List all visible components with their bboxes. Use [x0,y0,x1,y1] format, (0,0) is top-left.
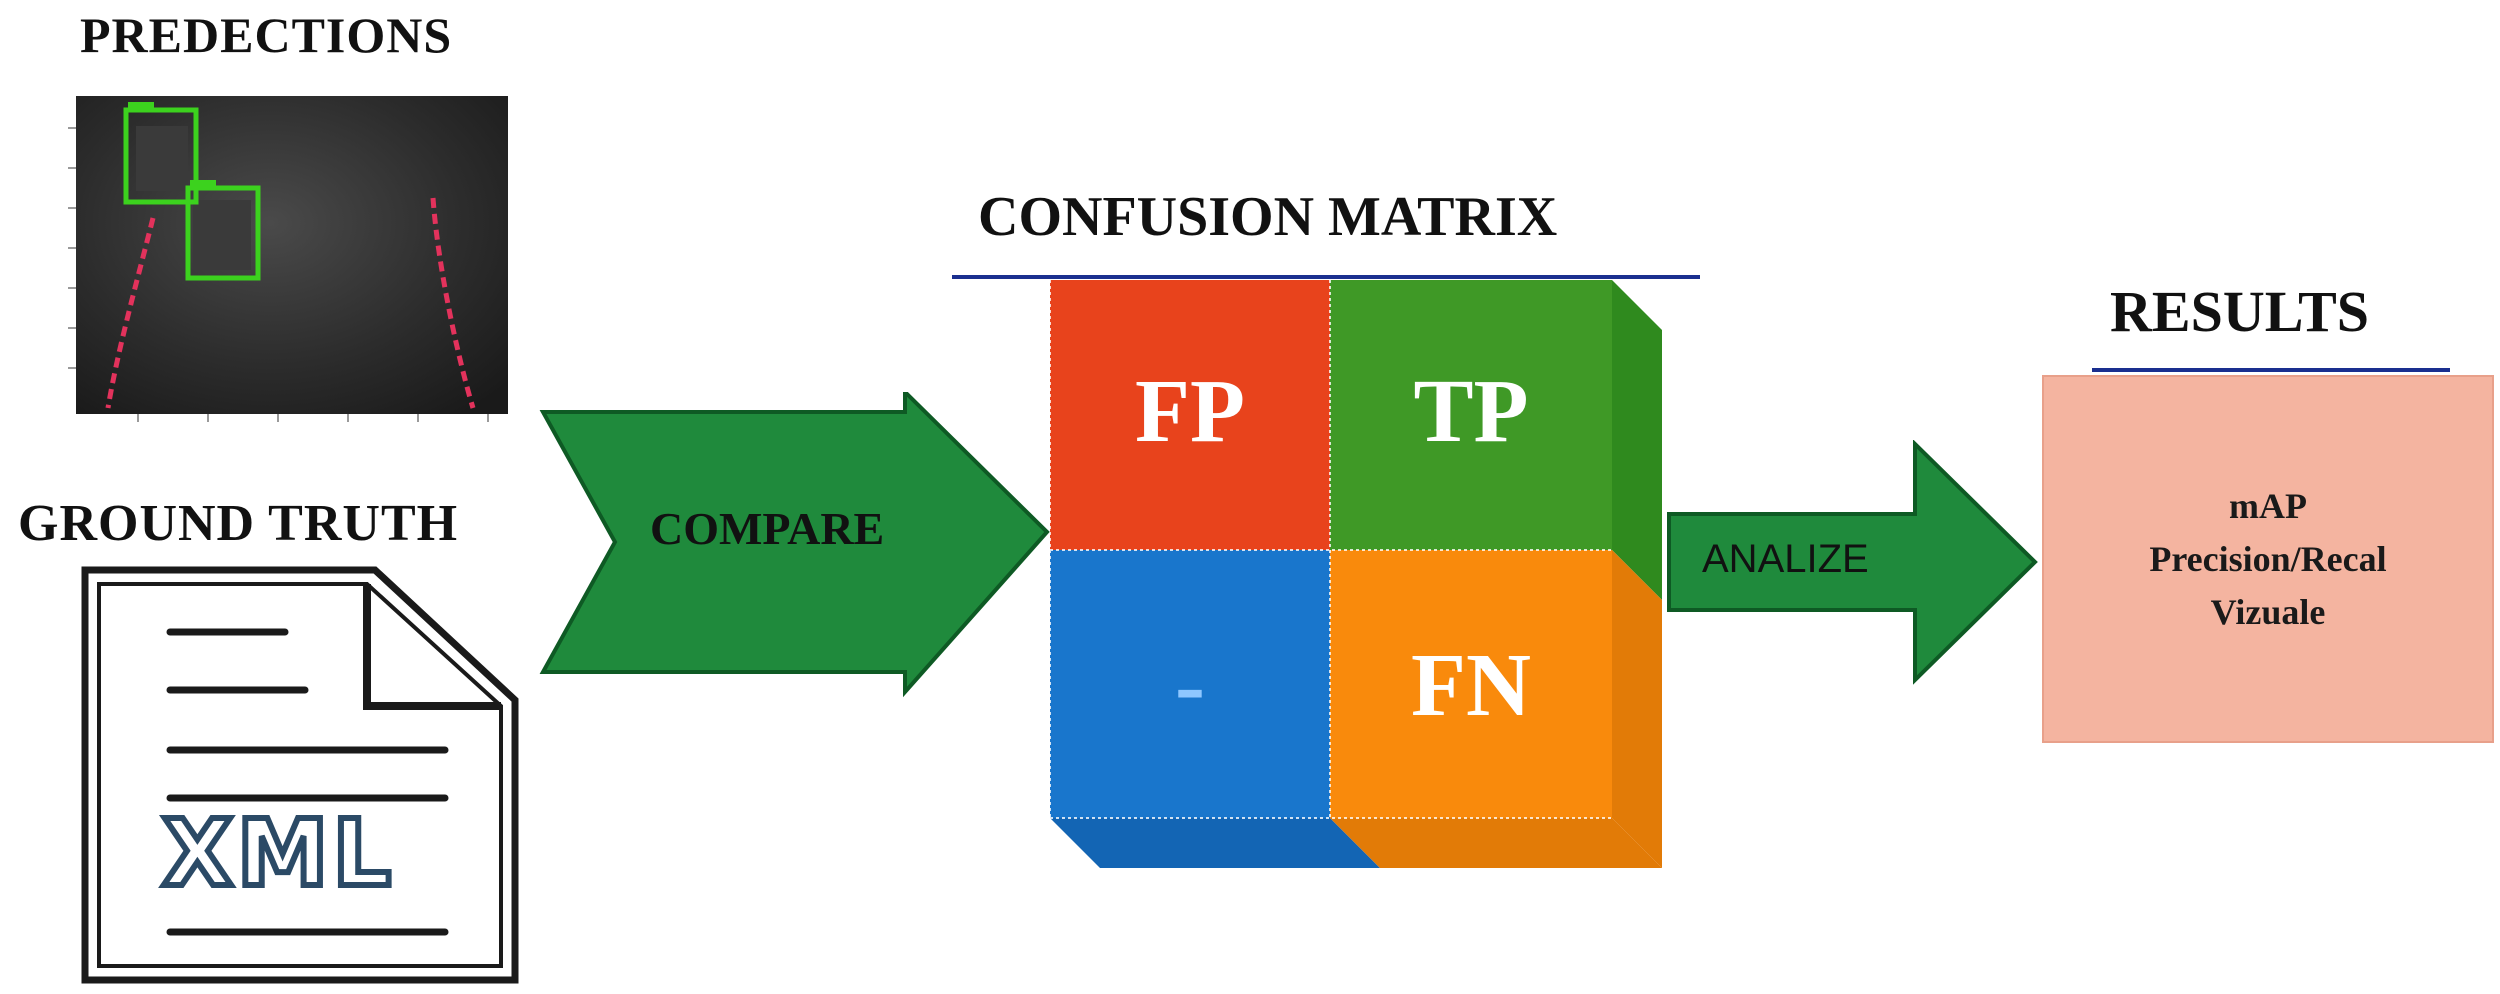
results-underline [2092,368,2450,372]
fn-label: FN [1411,636,1531,735]
confusion-matrix-underline [952,275,1700,279]
fn-cell [1330,550,1612,818]
compare-label: COMPARE [650,503,885,554]
ground-truth-title: GROUND TRUTH [18,495,459,552]
result-visualize: Vizuale [2210,592,2326,632]
xml-label: XML [159,800,396,907]
xml-file-icon [81,566,519,984]
prediction-image [68,88,518,423]
compare-arrow [539,392,1050,698]
tp-cell [1330,280,1612,550]
tp-label: TP [1413,362,1529,461]
fp-label: FP [1135,362,1245,461]
fp-cell [1050,280,1330,550]
analize-label: ANALIZE [1702,537,1869,581]
confusion-matrix-cube [1050,280,1662,868]
negative-cell [1050,550,1330,818]
negative-label: - [1175,636,1205,735]
result-map: mAP [2229,486,2307,526]
confusion-matrix-title: CONFUSION MATRIX [978,186,1558,248]
results-title: RESULTS [2110,279,2370,344]
results-box [2042,375,2494,743]
predictions-title: PREDECTIONS [80,7,453,63]
result-precision-recall: Precision/Recal [2149,539,2387,579]
analize-arrow [1667,440,2038,685]
